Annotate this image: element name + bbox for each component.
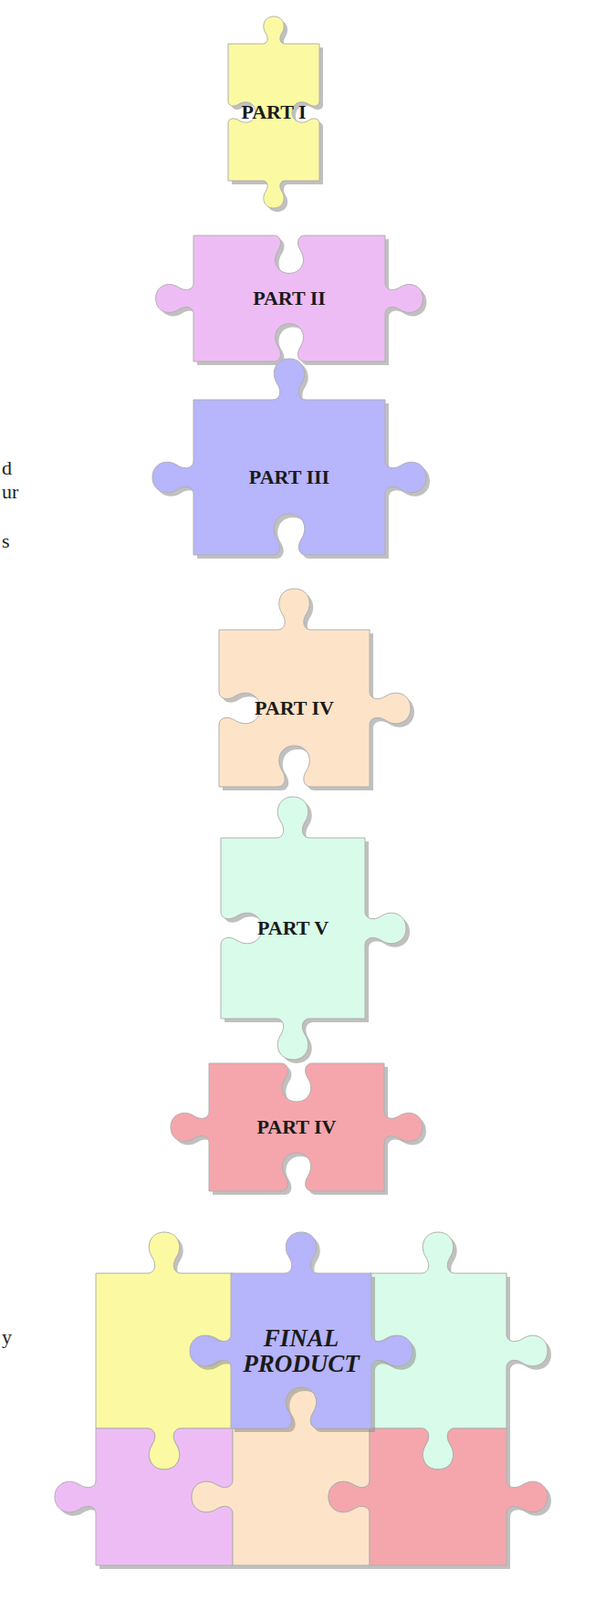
puzzle-piece-illustration	[328, 1428, 548, 1566]
part-label: PART IV	[254, 697, 335, 719]
part-label: PART I	[240, 101, 306, 123]
part-label: PART V	[257, 917, 329, 939]
product-title: FINAL PRODUCT	[238, 1325, 365, 1378]
text-fragment: y	[1, 1325, 12, 1349]
text-fragment: ur	[1, 480, 19, 504]
piece-fill	[189, 1231, 413, 1429]
part-label: PART II	[252, 287, 326, 309]
text-fragment: d	[1, 456, 12, 481]
puzzle-piece: PART III	[146, 352, 433, 603]
puzzle-piece: PART IV	[164, 1018, 429, 1236]
part-label: PART IV	[256, 1116, 336, 1138]
puzzle-piece: PART I	[195, 10, 353, 214]
piece-fill	[220, 796, 407, 1060]
text-fragment: s	[1, 529, 11, 554]
piece-fill	[228, 16, 320, 209]
puzzle-piece: PART V	[173, 790, 413, 1066]
puzzle-piece: FINAL PRODUCT	[183, 1225, 419, 1476]
piece-fill	[219, 588, 411, 787]
piece-fill	[152, 358, 427, 555]
piece-fill	[156, 235, 424, 362]
part-label: PART III	[249, 466, 330, 488]
piece-fill	[170, 1063, 423, 1191]
